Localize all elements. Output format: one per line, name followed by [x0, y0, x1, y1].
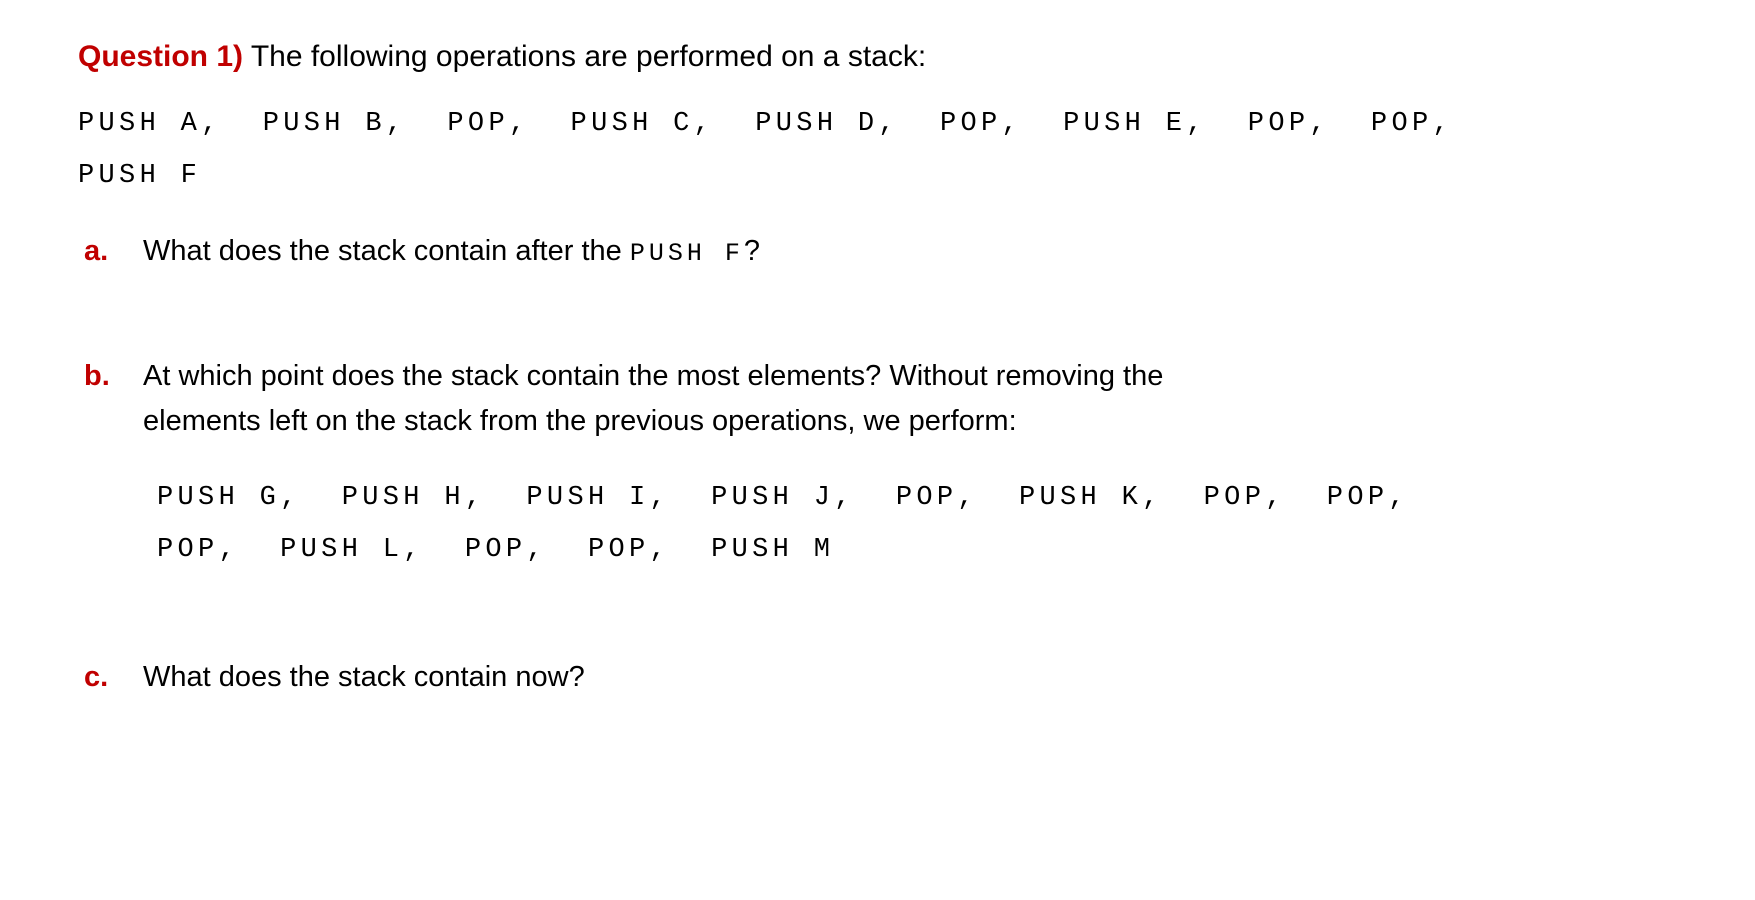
intro-operations-block: PUSH A, PUSH B, POP, PUSH C, PUSH D, POP…	[78, 98, 1675, 203]
question-part-a-marker: a.	[84, 234, 109, 267]
intro-operations-line-2: PUSH F	[78, 161, 202, 192]
question-part-a-code: PUSH F	[629, 238, 744, 268]
question-number-label: Question 1)	[78, 40, 244, 73]
question-part-c-marker: c.	[84, 660, 109, 693]
question-parts-list: a. What does the stack contain after the…	[78, 229, 1675, 700]
question-part-c-text: What does the stack contain now?	[143, 660, 585, 693]
question-heading: Question 1) The following operations are…	[78, 38, 1675, 76]
question-heading-text	[243, 40, 251, 73]
question-part-b-line-2: elements left on the stack from the prev…	[143, 404, 1017, 437]
question-part-c: c. What does the stack contain now?	[78, 655, 1675, 700]
question-part-b: b. At which point does the stack contain…	[78, 354, 1675, 577]
part-b-operations-block: PUSH G, PUSH H, PUSH I, PUSH J, POP, PUS…	[157, 472, 1675, 577]
question-part-b-marker: b.	[84, 359, 110, 392]
question-part-a-text-after: ?	[743, 234, 760, 267]
question-part-a-text: What does the stack contain after the PU…	[143, 229, 1675, 274]
intro-operations-line-1: PUSH A, PUSH B, POP, PUSH C, PUSH D, POP…	[78, 108, 1454, 139]
question-part-a-text-before: What does the stack contain after the	[143, 234, 630, 267]
part-b-operations-line-2: POP, PUSH L, POP, POP, PUSH M	[157, 535, 835, 566]
question-part-b-text: At which point does the stack contain th…	[143, 354, 1675, 444]
part-b-operations-line-1: PUSH G, PUSH H, PUSH I, PUSH J, POP, PUS…	[157, 482, 1409, 513]
question-prompt-text: The following operations are performed o…	[250, 40, 927, 73]
question-part-a: a. What does the stack contain after the…	[78, 229, 1675, 274]
question-part-b-line-1: At which point does the stack contain th…	[143, 359, 1164, 392]
